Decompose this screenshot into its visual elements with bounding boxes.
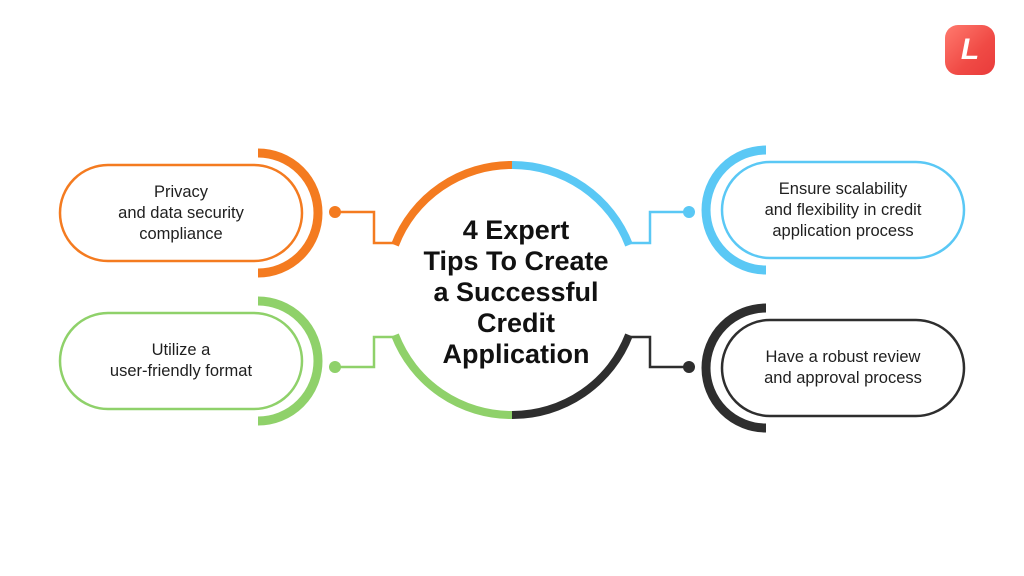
brand-logo: L xyxy=(945,25,995,75)
tip-review-text: Have a robust review and approval proces… xyxy=(764,348,922,387)
center-arc-blue xyxy=(511,160,633,247)
connector-user-friendly xyxy=(337,335,398,369)
tip-privacy-shape xyxy=(58,148,398,278)
tip-user-friendly-shape xyxy=(58,296,398,426)
connector-privacy xyxy=(337,210,398,245)
connector-scalability xyxy=(626,210,687,245)
center-arc-green xyxy=(391,333,513,420)
tip-scalability-text: Ensure scalability and flexibility in cr… xyxy=(764,179,922,240)
connector-review xyxy=(626,335,687,369)
center-arc-dark xyxy=(511,333,633,420)
tip-review-shape xyxy=(626,303,966,433)
connector-dot-privacy xyxy=(329,206,341,218)
connector-dot-user-friendly xyxy=(329,361,341,373)
center-arc-orange xyxy=(391,160,513,247)
tip-scalability-shape xyxy=(626,145,966,275)
connector-dot-scalability xyxy=(683,206,695,218)
tip-user-friendly-text: Utilize a user-friendly format xyxy=(109,341,253,380)
tip-privacy-text: Privacy and data security compliance xyxy=(118,182,244,243)
connector-dot-review xyxy=(683,361,695,373)
center-title: 4 Expert Tips To Create a Successful Cre… xyxy=(423,214,609,369)
